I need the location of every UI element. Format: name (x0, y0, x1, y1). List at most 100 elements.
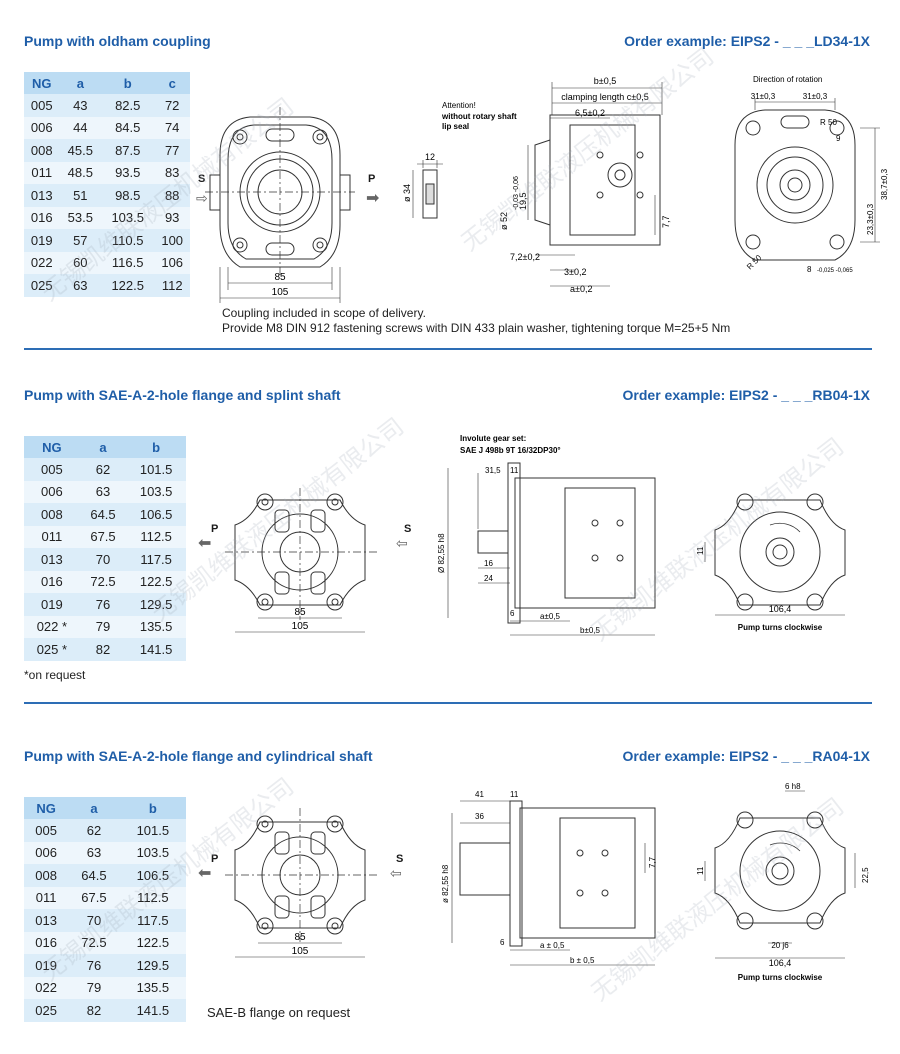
dim-label: a±0,2 (570, 284, 592, 294)
pressure-arrow-icon: ⬅ (198, 865, 212, 882)
cell: 141.5 (119, 999, 186, 1022)
section-title: Pump with SAE-A-2-hole flange and cylind… (24, 748, 373, 764)
rear-view-drawing: Direction of rotation 31±0,3 31±0,3 R 50… (734, 75, 889, 274)
cell: 77 (154, 139, 190, 162)
col-header: c (154, 72, 190, 94)
cell: 84.5 (101, 116, 155, 139)
cell: 005 (24, 458, 80, 481)
cell: 006 (24, 480, 80, 503)
dim-label: 12 (425, 152, 435, 162)
cell: 82 (79, 638, 127, 661)
cell: 022 (24, 251, 60, 274)
suction-label: S (404, 523, 412, 535)
col-header: NG (24, 436, 80, 458)
cell: 76 (68, 954, 120, 977)
cell: 103.5 (126, 480, 186, 503)
col-header: NG (24, 797, 69, 819)
suction-label: S (198, 173, 206, 185)
rotation-label: Pump turns clockwise (738, 623, 823, 632)
dim-label: 7,7 (661, 215, 671, 228)
cell: 110.5 (101, 229, 155, 252)
dim-label: ø 52 (499, 212, 509, 230)
cell: 43 (59, 94, 102, 117)
cell: 135.5 (126, 615, 186, 638)
pressure-label: P (211, 853, 219, 865)
cell: 63 (59, 274, 102, 297)
dim-label: b ± 0,5 (570, 956, 595, 965)
dim-label: Ø 82,55 h8 (437, 533, 446, 573)
dim-label: a±0,5 (540, 612, 561, 621)
dim-label: ø 34 (402, 184, 412, 202)
cell: 019 (24, 229, 60, 252)
dim-label: 31±0,3 (751, 92, 776, 101)
dim-label: -0,025 -0,065 (817, 268, 853, 274)
note: *on request (24, 668, 86, 682)
table-header-row: NG a b (24, 436, 186, 458)
dim-label: 85 (274, 272, 286, 283)
cell: 025 (24, 274, 60, 297)
dim-label: ø 82,55 h8 (441, 864, 450, 903)
cell: 013 (24, 909, 69, 932)
dim-label: 85 (294, 932, 306, 943)
section-cylindrical-shaft: Pump with SAE-A-2-hole flange and cylind… (0, 705, 900, 1054)
section-title: Pump with SAE-A-2-hole flange and splint… (24, 387, 341, 403)
cell: 60 (59, 251, 102, 274)
dim-label: 19,5 (518, 192, 528, 210)
cell: 63 (68, 841, 120, 864)
rear-view-drawing: 106,4 11 Pump turns clockwise (696, 493, 846, 632)
dim-label: 41 (475, 790, 484, 799)
cell: 005 (24, 94, 60, 117)
cell: 70 (79, 548, 127, 571)
cell: 135.5 (119, 976, 186, 999)
pressure-arrow-icon: ⬅ (198, 535, 212, 552)
col-header: b (101, 72, 155, 94)
cell: 82.5 (101, 94, 155, 117)
suction-arrow-icon: ⇨ (196, 190, 208, 206)
cell: 106.5 (126, 503, 186, 526)
side-view-drawing: 41 11 36 ø 82,55 h8 7,7 6 a ± 0,5 b ± 0,… (441, 790, 657, 966)
dim-label: 16 (484, 559, 493, 568)
pressure-arrow-icon: ➡ (366, 190, 380, 207)
dim-label: 106,4 (769, 958, 792, 968)
cell: 141.5 (126, 638, 186, 661)
dim-label: 38,7±0,3 (880, 168, 889, 200)
cell: 62 (68, 819, 120, 842)
cell: 62 (79, 458, 127, 481)
cell: 79 (79, 615, 127, 638)
dim-label: -0,03 -0,06 (513, 176, 520, 210)
cell: 013 (24, 184, 60, 207)
cell: 101.5 (119, 819, 186, 842)
dim-label: 23,3±0,3 (866, 203, 875, 235)
cell: 006 (24, 841, 69, 864)
rear-view-drawing: 6 h8 22,5 11 20 j6 106,4 Pump turns cloc… (696, 783, 870, 982)
dim-label: 6 h8 (785, 783, 801, 791)
cell: 122.5 (126, 570, 186, 593)
order-example: Order example: EIPS2 - _ _ _LD34-1X (624, 33, 870, 49)
cell: 011 (24, 525, 80, 548)
cell: 008 (24, 864, 69, 887)
section-title: Pump with oldham coupling (24, 33, 211, 49)
dim-label: 6 (500, 938, 505, 947)
dim-label: 24 (484, 574, 493, 583)
cell: 022 * (24, 615, 80, 638)
cell: 008 (24, 503, 80, 526)
dim-label: 11 (510, 790, 519, 799)
order-example: Order example: EIPS2 - _ _ _RB04-1X (622, 387, 870, 403)
dim-label: 105 (272, 287, 289, 298)
note: Coupling included in scope of delivery. (222, 306, 426, 320)
dim-label: 20 j6 (771, 941, 789, 950)
cell: 019 (24, 954, 69, 977)
dim-label: b±0,5 (580, 626, 601, 635)
